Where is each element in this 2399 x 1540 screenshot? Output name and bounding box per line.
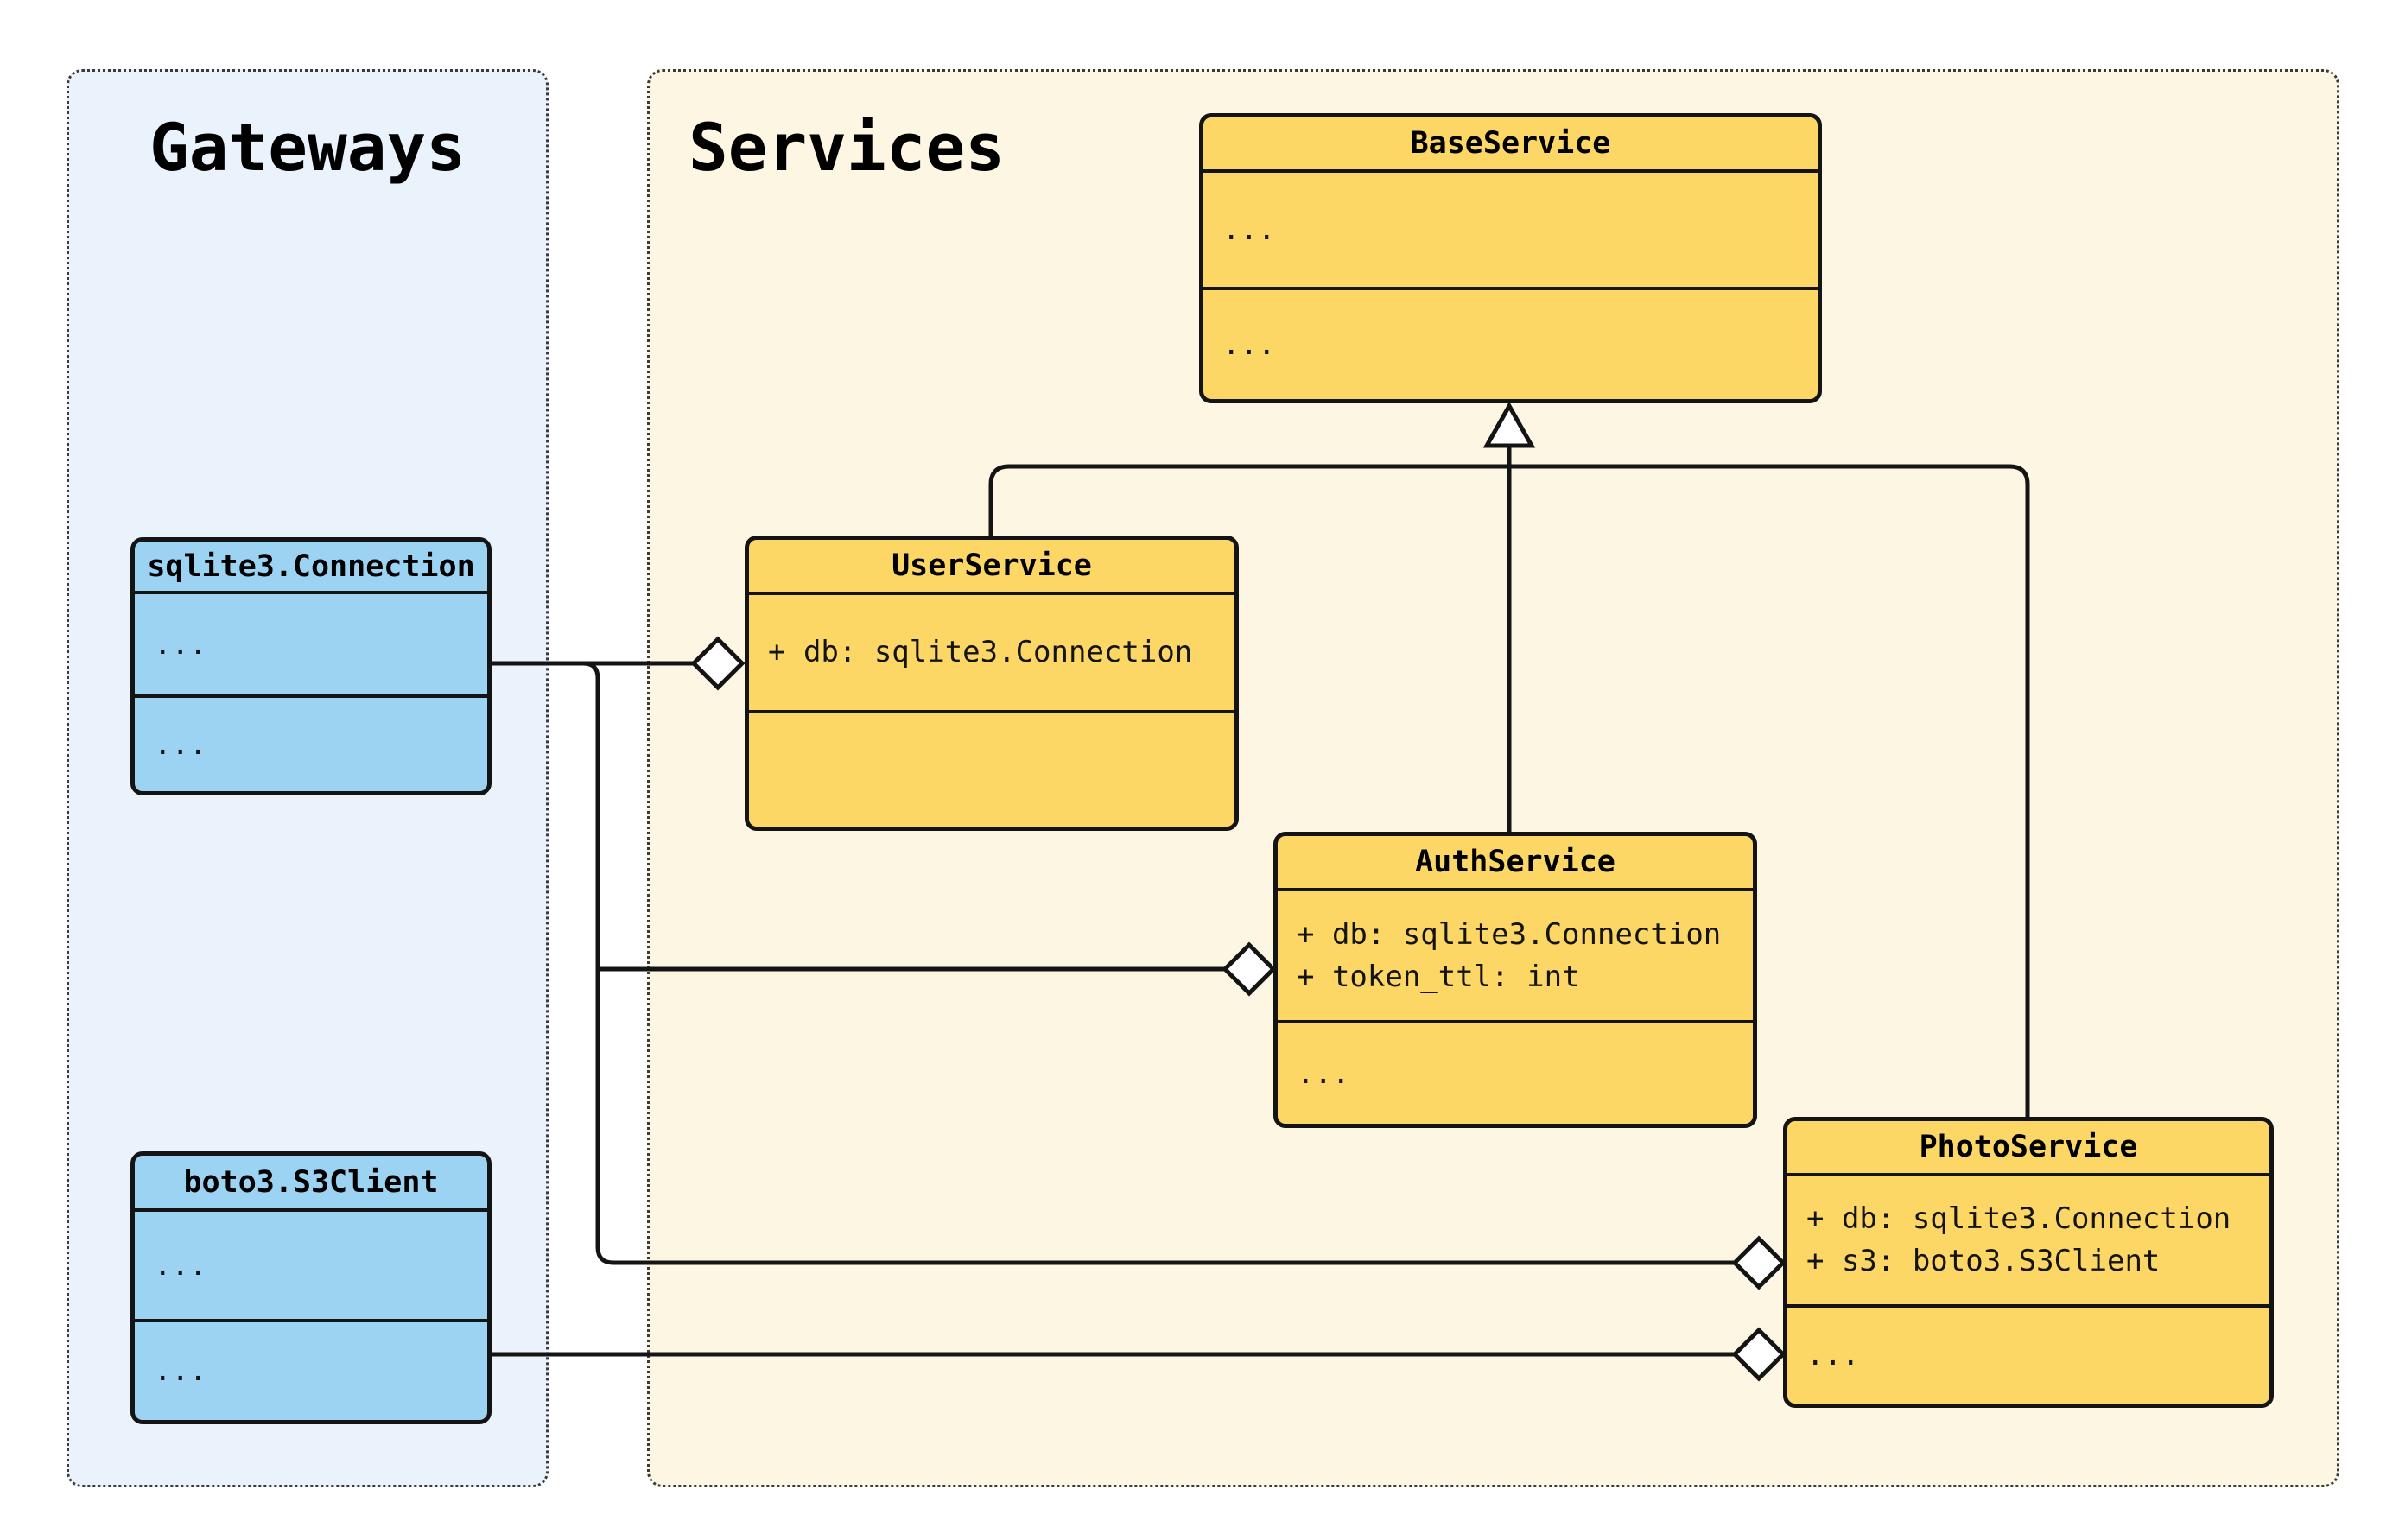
- aggregation-line-sqlite-photoservice: [582, 661, 1735, 1265]
- class-photoservice: PhotoService + db: sqlite3.Connection + …: [1783, 1117, 2274, 1408]
- class-attributes: + db: sqlite3.Connection: [749, 592, 1234, 710]
- class-methods: ...: [1787, 1304, 2269, 1404]
- attribute-line: + token_ttl: int: [1297, 959, 1580, 994]
- class-methods: ...: [135, 1319, 487, 1420]
- class-title: PhotoService: [1919, 1130, 2138, 1164]
- attribute-line: + db: sqlite3.Connection: [1806, 1201, 2231, 1236]
- class-userservice: UserService + db: sqlite3.Connection: [745, 536, 1239, 831]
- class-methods: [749, 710, 1234, 827]
- inheritance-triangle-icon: [1482, 401, 1536, 448]
- class-methods: ...: [1278, 1020, 1753, 1124]
- attribute-line: + db: sqlite3.Connection: [1297, 916, 1722, 952]
- attribute-line: + s3: boto3.S3Client: [1806, 1244, 2161, 1278]
- aggregation-diamond-icon-photoservice-s3: [1731, 1327, 1787, 1382]
- attribute-line: + db: sqlite3.Connection: [768, 635, 1193, 669]
- method-line: ...: [1806, 1338, 1860, 1372]
- aggregation-diamond-icon-userservice: [690, 636, 746, 691]
- aggregation-diamond-icon-photoservice-db: [1731, 1235, 1787, 1290]
- class-title: sqlite3.Connection: [147, 548, 475, 584]
- class-boto3-s3client: boto3.S3Client ... ...: [130, 1151, 492, 1424]
- class-attributes: + db: sqlite3.Connection + token_ttl: in…: [1278, 888, 1753, 1020]
- aggregation-diamond-icon-authservice: [1222, 941, 1277, 997]
- class-attributes: ...: [1203, 169, 1818, 287]
- class-sqlite3-connection: sqlite3.Connection ... ...: [130, 537, 492, 795]
- class-authservice: AuthService + db: sqlite3.Connection + t…: [1273, 832, 1757, 1128]
- class-attributes: ...: [135, 591, 487, 694]
- inheritance-bus-line: [988, 464, 2030, 1119]
- class-methods: ...: [135, 694, 487, 791]
- class-attributes: ...: [135, 1208, 487, 1319]
- services-panel-title: Services: [689, 109, 1006, 186]
- class-baseservice: BaseService ... ...: [1199, 113, 1822, 403]
- method-line: ...: [1222, 326, 1276, 362]
- class-title: AuthService: [1415, 845, 1615, 879]
- class-title: boto3.S3Client: [183, 1164, 439, 1200]
- method-line: ...: [1297, 1055, 1350, 1091]
- class-methods: ...: [1203, 287, 1818, 399]
- class-title: UserService: [892, 548, 1092, 583]
- method-line: ...: [154, 1353, 207, 1388]
- gateways-panel-title: Gateways: [149, 109, 466, 186]
- method-line: ...: [154, 726, 207, 762]
- class-attributes: + db: sqlite3.Connection + s3: boto3.S3C…: [1787, 1173, 2269, 1304]
- attribute-line: ...: [1222, 212, 1276, 247]
- class-title: BaseService: [1410, 126, 1611, 161]
- attribute-line: ...: [154, 626, 207, 662]
- attribute-line: ...: [154, 1247, 207, 1283]
